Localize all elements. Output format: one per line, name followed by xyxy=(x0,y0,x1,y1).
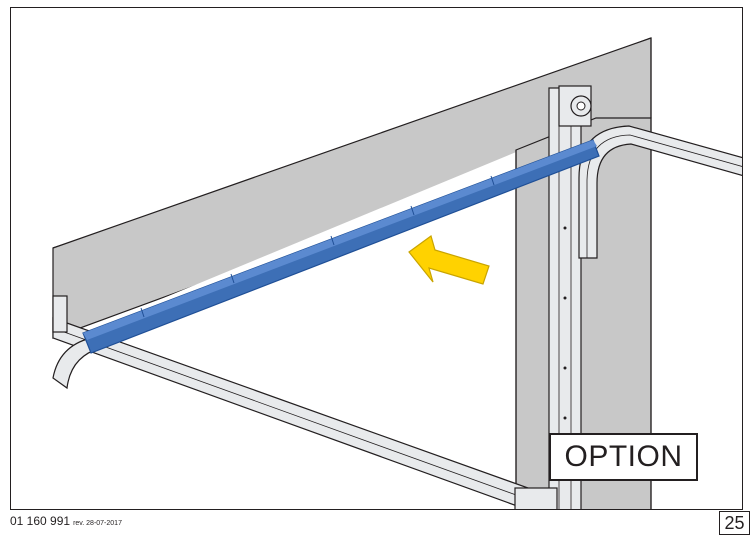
horizontal-rail-left xyxy=(52,317,557,509)
doc-code-number: 01 160 991 xyxy=(10,514,71,528)
option-badge: OPTION xyxy=(549,433,698,481)
installation-illustration xyxy=(52,37,742,509)
doc-revision: rev. 28-07-2017 xyxy=(73,520,122,527)
left-bracket xyxy=(52,295,68,333)
page-number: 25 xyxy=(719,511,750,535)
pulley-bracket xyxy=(558,85,592,127)
door-opening xyxy=(91,150,521,509)
header-seal-strip xyxy=(82,139,600,354)
page-frame: OPTION xyxy=(10,7,743,510)
direction-arrow-icon xyxy=(408,235,490,285)
lower-right-bracket xyxy=(514,487,558,509)
